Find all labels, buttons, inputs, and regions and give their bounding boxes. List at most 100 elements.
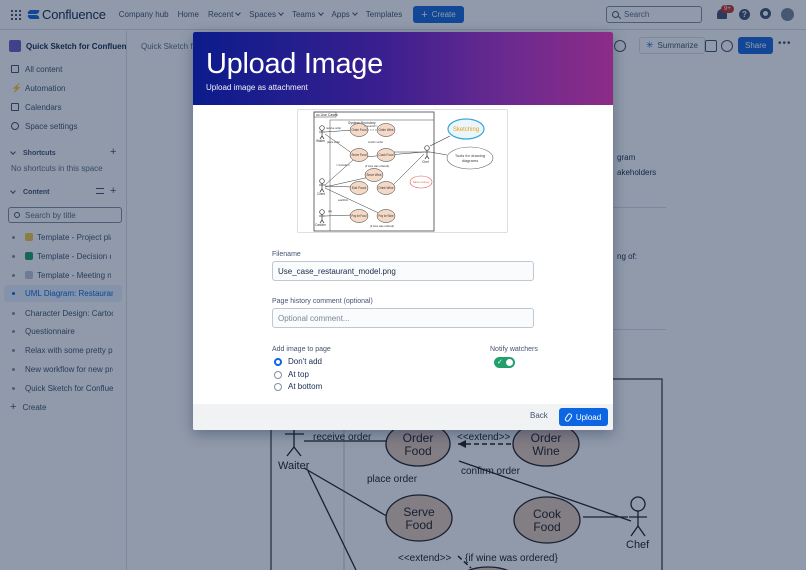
comment-label: Page history comment (optional) [272, 298, 373, 305]
page-item[interactable]: New workflow for new project [12, 361, 113, 377]
restrictions-lock-icon[interactable] [705, 40, 717, 52]
uml-diagram-thumbnail: uc Use Cases System Boundary Waiter Clie… [313, 111, 494, 232]
sidebar-item-calendars[interactable]: Calendars [0, 98, 126, 116]
document-emoji-icon [25, 271, 33, 279]
thumb-uc-serve-food: Serve Food [352, 153, 367, 157]
sidebar-item-space-settings[interactable]: Space settings [0, 117, 126, 135]
filename-input[interactable]: Use_case_restaurant_model.png [272, 261, 534, 281]
small-note-ellipse [409, 175, 433, 189]
page-item[interactable]: Template - Meeting notes [12, 267, 111, 283]
nav-links: Company hub Home Recent Spaces Teams App… [119, 6, 464, 23]
nav-apps[interactable]: Apps [332, 10, 358, 19]
search-input[interactable]: Search [606, 6, 702, 23]
thumb-uc-eat-food: Eat Food [352, 186, 366, 190]
bullet-icon [12, 292, 15, 295]
page-title: UML Diagram: Restaurant [25, 289, 113, 298]
page-title: Template - Meeting notes [37, 270, 111, 280]
search-by-title-input[interactable]: Search by title [8, 207, 122, 223]
nav-spaces-label: Spaces [249, 10, 276, 19]
more-actions-icon[interactable]: ••• [778, 38, 792, 49]
serve-food-usecase [385, 494, 453, 542]
page-item[interactable]: Relax with some pretty pictures [12, 342, 113, 358]
space-name: Quick Sketch for Confluence [26, 41, 126, 51]
page-item[interactable]: Character Design: Cartoon [12, 305, 113, 321]
user-avatar[interactable] [781, 8, 794, 21]
sidebar: Quick Sketch for Confluence All content … [0, 31, 127, 570]
thumb-label-include: <<include>> [336, 163, 351, 167]
help-icon[interactable]: ? [739, 9, 750, 20]
notifications-badge: 9+ [721, 5, 734, 13]
thumb-uc-order-wine: Order Wine [379, 128, 394, 132]
nav-templates[interactable]: Templates [365, 10, 403, 19]
check-icon: ✓ [497, 359, 503, 366]
copy-link-icon[interactable] [721, 40, 733, 52]
nav-spaces[interactable]: Spaces [249, 10, 284, 19]
nav-company-hub[interactable]: Company hub [118, 10, 169, 19]
thumb-uc-pay-food: Pay for Food [352, 214, 367, 218]
search-icon [612, 11, 619, 18]
sidebar-item-all-content[interactable]: All content [0, 60, 126, 78]
extend-label-2: <<extend>> [398, 553, 452, 564]
page-title: Template - Decision documentation [37, 251, 111, 261]
breadcrumb[interactable]: Quick Sketch for Confluence [141, 42, 243, 51]
thumb-label-pay: pay [328, 210, 333, 213]
radio-at-top[interactable]: At top [274, 370, 309, 379]
notifications-icon[interactable] [717, 9, 727, 19]
checkbox-emoji-icon [25, 252, 33, 260]
filename-label: Filename [272, 251, 301, 258]
bullet-icon [12, 254, 15, 258]
sidebar-item-automation[interactable]: ⚡Automation [0, 79, 126, 97]
divider [613, 329, 666, 330]
page-item[interactable]: Template - Decision documentation [12, 248, 111, 264]
thumb-label-if-wine: {if wine was ordered} [365, 164, 389, 168]
space-header[interactable]: Quick Sketch for Confluence [0, 31, 126, 52]
add-content-icon[interactable]: + [110, 185, 117, 197]
share-button[interactable]: Share [738, 37, 774, 54]
notify-watchers-toggle[interactable]: ✓ [494, 357, 515, 368]
nav-teams-label: Teams [291, 10, 316, 19]
page-title: New workflow for new project [25, 364, 113, 374]
sketching-label: Sketching [453, 127, 479, 133]
serve-food-label-1: Serve [403, 505, 435, 519]
filter-icon[interactable] [96, 188, 104, 194]
thumb-uc-order-food: Order Food [352, 128, 367, 132]
back-button[interactable]: Back [530, 411, 548, 420]
page-title: Questionnaire [25, 326, 75, 336]
thumb-label-if-wine-2: {if wine was ordered} [370, 224, 394, 228]
nav-recent[interactable]: Recent [208, 10, 242, 19]
small-note-label: Save money [413, 180, 430, 184]
radio-dont-add[interactable]: Don't add [274, 357, 322, 366]
thumb-uc-cook-food: Cook Food [379, 153, 394, 157]
body-text-fragment: gram [617, 153, 636, 162]
thumb-actor-waiter: Waiter [316, 139, 326, 143]
create-button[interactable]: +Create [413, 6, 464, 23]
bullet-icon [12, 273, 15, 277]
upload-button[interactable]: Upload [559, 408, 608, 426]
page-item-selected[interactable]: UML Diagram: Restaurant [4, 285, 122, 302]
settings-gear-icon[interactable] [760, 8, 771, 19]
app-switcher-icon[interactable] [11, 9, 21, 20]
watch-eye-icon[interactable] [614, 40, 626, 52]
page-item[interactable]: Questionnaire [12, 323, 75, 339]
shortcuts-section-header[interactable]: Shortcuts [10, 149, 56, 157]
search-by-title-placeholder: Search by title [25, 210, 76, 220]
confluence-logo[interactable]: Confluence [28, 7, 106, 22]
summarize-button[interactable]: ✳Summarize [639, 37, 705, 54]
thumb-label-extend: <<extend>> [364, 124, 378, 128]
comment-input[interactable]: Optional comment... [272, 308, 534, 328]
page-item[interactable]: Template - Project plan [12, 229, 111, 245]
nav-teams[interactable]: Teams [291, 10, 324, 19]
serve-food-label-2: Food [405, 518, 432, 532]
content-section-header[interactable]: Content [10, 188, 49, 196]
add-image-label: Add image to page [272, 346, 331, 353]
smiley-emoji-icon [25, 233, 33, 241]
page-item[interactable]: Quick Sketch for Confluence [12, 380, 113, 396]
create-page-item[interactable]: +Create [10, 399, 46, 415]
search-placeholder: Search [624, 10, 650, 19]
radio-at-bottom[interactable]: At bottom [274, 382, 322, 391]
toggle-knob [506, 359, 513, 366]
shortcuts-label: Shortcuts [23, 150, 56, 157]
nav-home[interactable]: Home [177, 10, 199, 19]
page-title: Relax with some pretty pictures [25, 345, 113, 355]
add-shortcut-icon[interactable]: + [110, 146, 117, 158]
